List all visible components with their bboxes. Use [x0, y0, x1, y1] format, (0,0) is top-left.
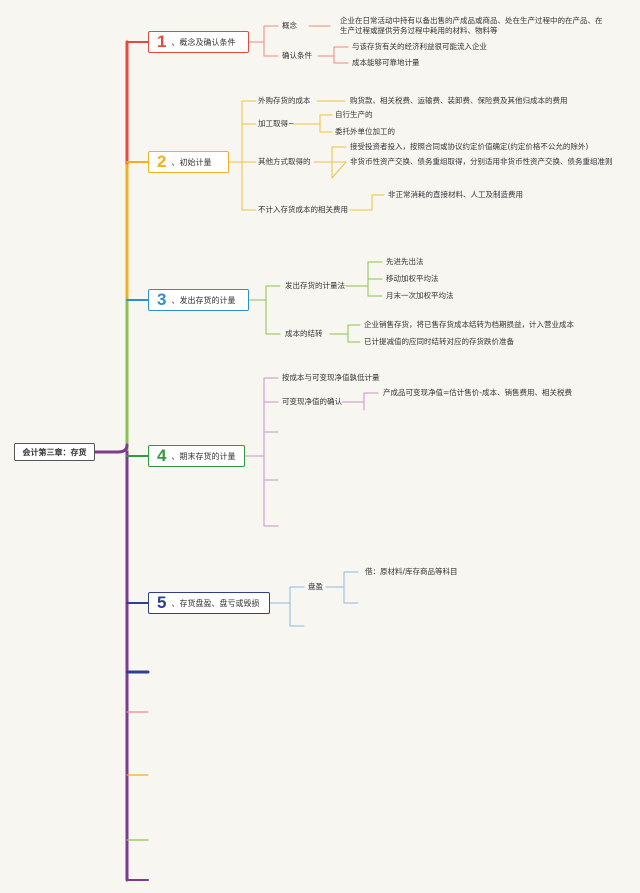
lower-node[interactable]: 按成本与可变现净值孰低计量: [282, 373, 380, 382]
carry-item-2[interactable]: 已计提减值的应同时结转对应的存货跌价准备: [364, 337, 514, 346]
branch-1-node[interactable]: 1 、概念及确认条件: [148, 31, 249, 53]
method-node[interactable]: 发出存货的计量法: [285, 281, 345, 290]
surplus-node[interactable]: 盘盈: [308, 582, 323, 591]
purchase-node[interactable]: 外购存货的成本: [258, 96, 311, 105]
confirm-item-2[interactable]: 成本能够可靠地计量: [352, 58, 420, 67]
process-item-2[interactable]: 委托外单位加工的: [335, 127, 395, 136]
process-item-1[interactable]: 自行生产的: [335, 110, 373, 119]
surplus-text-node[interactable]: 借：原材料/库存商品等科目: [365, 567, 458, 576]
branch-3-number: 3: [157, 290, 167, 309]
other-node[interactable]: 其他方式取得的: [258, 157, 311, 166]
method-item-2[interactable]: 移动加权平均法: [386, 274, 439, 283]
other-item-1[interactable]: 接受投资者投入，按照合同或协议约定价值确定(约定价格不公允的除外): [350, 142, 589, 151]
branch-4-number: 4: [157, 446, 167, 465]
exclude-node[interactable]: 不计入存货成本的相关费用: [258, 205, 348, 214]
branch-3-label: 、发出存货的计量: [171, 295, 236, 305]
branch-5-label: 、存货盘盈、盘亏或毁损: [171, 598, 260, 608]
carry-node[interactable]: 成本的结转: [285, 329, 323, 338]
process-node[interactable]: 加工取得~: [258, 119, 295, 128]
root-node[interactable]: 会计第三章：存货: [14, 443, 95, 461]
branch-2-node[interactable]: 2 、初始计量: [148, 151, 229, 173]
concept-text-node[interactable]: 企业在日常活动中持有以备出售的产成品或商品、处在生产过程中的在产品、在生产过程或…: [340, 16, 603, 35]
branch-5-number: 5: [157, 593, 167, 612]
exclude-text-node[interactable]: 非正常消耗的直接材料、人工及制造费用: [388, 190, 523, 199]
branch-1-number: 1: [157, 32, 167, 51]
other-item-2[interactable]: 非货币性资产交换、债务重组取得，分别适用非货币性资产交换、债务重组准则: [350, 157, 613, 166]
purchase-text-node[interactable]: 购货款、相关税费、运输费、装卸费、保险费及其他归成本的费用: [350, 96, 568, 105]
branch-5-node[interactable]: 5 、存货盘盈、盘亏或毁损: [148, 592, 270, 614]
method-item-1[interactable]: 先进先出法: [386, 257, 424, 266]
nrv-text-node[interactable]: 产成品可变现净值=估计售价-成本、销售费用、相关税费: [383, 388, 572, 397]
carry-item-1[interactable]: 企业销售存货，将已售存货成本结转为档期损益，计入营业成本: [364, 320, 574, 329]
confirm-item-1[interactable]: 与该存货有关的经济利益很可能流入企业: [352, 42, 487, 51]
branch-2-number: 2: [157, 152, 167, 171]
method-item-3[interactable]: 月末一次加权平均法: [386, 291, 454, 300]
branch-3-node[interactable]: 3 、发出存货的计量: [148, 289, 249, 311]
branch-2-label: 、初始计量: [171, 157, 212, 167]
nrv-node[interactable]: 可变现净值的确认: [282, 397, 342, 406]
concept-node[interactable]: 概念: [282, 21, 297, 30]
confirm-node[interactable]: 确认条件: [282, 51, 312, 60]
branch-1-label: 、概念及确认条件: [171, 37, 236, 47]
branch-4-label: 、期末存货的计量: [171, 451, 236, 461]
branch-4-node[interactable]: 4 、期末存货的计量: [148, 445, 245, 467]
